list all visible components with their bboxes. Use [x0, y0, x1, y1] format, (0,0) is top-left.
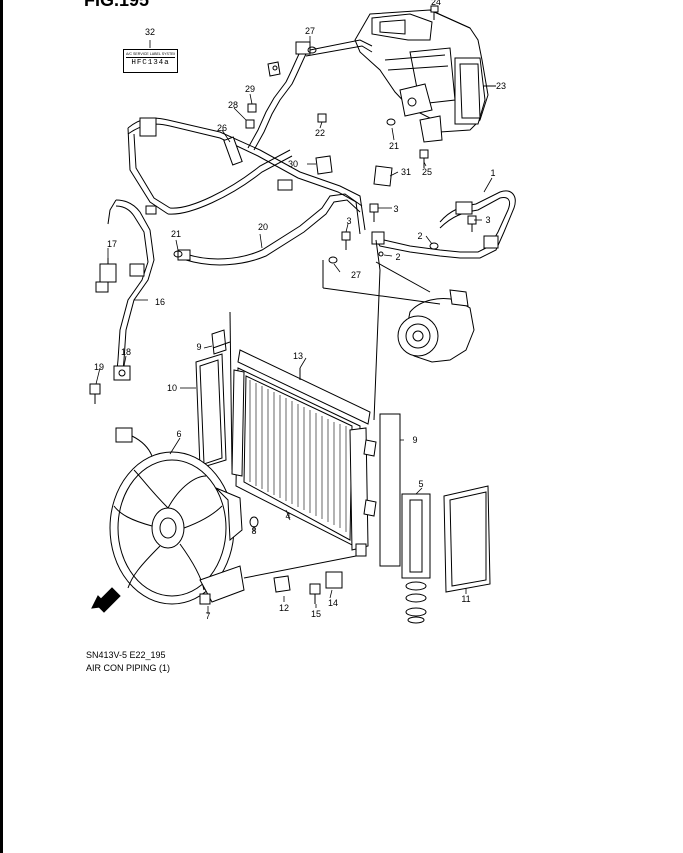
pipe-27-upper: [247, 39, 373, 151]
callout-21-left: 21: [170, 229, 182, 239]
figure-title: FIG.195: [84, 0, 150, 10]
seal-10: [195, 353, 227, 469]
callout-15: 15: [310, 609, 322, 619]
compressor: [397, 289, 475, 363]
fwd-arrow: [91, 587, 121, 613]
callout-4: 4: [285, 511, 291, 521]
ac-service-label: A/C SERVICE LABEL SYSTEM HFC134a: [123, 49, 178, 73]
pipe-26: [127, 117, 366, 235]
callout-19: 19: [93, 362, 105, 372]
callout-12: 12: [278, 603, 290, 613]
callout-25: 25: [421, 167, 433, 177]
bolt-24: [430, 5, 439, 20]
callout-24: 24: [430, 0, 442, 7]
callout-27: 27: [304, 26, 316, 36]
callout-20: 20: [257, 222, 269, 232]
receiver-drier-5: [401, 493, 431, 624]
callout-30: 30: [287, 159, 299, 169]
callout-3-b: 3: [485, 215, 491, 225]
callout-11: 11: [461, 594, 471, 604]
seal-9-right: [379, 413, 401, 567]
page-border: [0, 0, 3, 853]
callout-5: 5: [418, 479, 424, 489]
cooling-fan: [109, 427, 245, 605]
leader-lines: [95, 36, 493, 614]
condenser: [231, 367, 377, 557]
callout-8: 8: [251, 526, 257, 536]
callout-21-top: 21: [388, 141, 400, 151]
callout-22: 22: [314, 128, 326, 138]
cap-14: [325, 571, 343, 589]
callout-9-right: 9: [412, 435, 418, 445]
callout-3-c: 3: [346, 216, 352, 226]
bolt-15: [309, 583, 321, 604]
callout-23: 23: [495, 81, 507, 91]
callout-9-left: 9: [196, 342, 202, 352]
callout-32: 32: [144, 27, 156, 37]
bolt-7: [199, 593, 211, 605]
callout-27-lower: 27: [350, 270, 362, 280]
callout-17: 17: [106, 239, 118, 249]
callout-7: 7: [205, 611, 211, 621]
filter-pad-11: [443, 485, 491, 593]
o-rings: [173, 46, 439, 264]
clip-12: [273, 575, 291, 593]
bolts-3: [341, 203, 477, 250]
seal-9-left: [211, 311, 233, 471]
fitting-18: [113, 365, 131, 381]
callout-14: 14: [327, 598, 339, 608]
figure-caption: AIR CON PIPING (1): [86, 663, 171, 673]
pipe-1: [371, 190, 516, 421]
callout-2-a: 2: [417, 231, 423, 241]
label-refrigerant: HFC134a: [131, 59, 170, 67]
pipe-16: [107, 199, 157, 381]
pipe-20: [177, 193, 363, 266]
callout-16: 16: [154, 297, 166, 307]
pressure-switch-17: [95, 258, 117, 293]
callout-13: 13: [292, 351, 304, 361]
misc-fasteners: [245, 103, 429, 187]
evaporator-unit: [354, 9, 489, 143]
callout-18: 18: [120, 347, 132, 357]
label-header: A/C SERVICE LABEL SYSTEM: [126, 52, 175, 58]
callout-1: 1: [490, 168, 496, 178]
callout-29: 29: [244, 84, 256, 94]
callout-3-a: 3: [393, 204, 399, 214]
bolt-19: [89, 383, 101, 404]
callout-6: 6: [176, 429, 182, 439]
callout-10: 10: [166, 383, 178, 393]
callout-31: 31: [400, 167, 412, 177]
callout-26: 26: [216, 123, 228, 133]
seal-strip-13: [237, 349, 371, 425]
callout-2-b: 2: [395, 252, 401, 262]
callout-28: 28: [227, 100, 239, 110]
figure-code: SN413V-5 E22_195: [86, 650, 166, 660]
